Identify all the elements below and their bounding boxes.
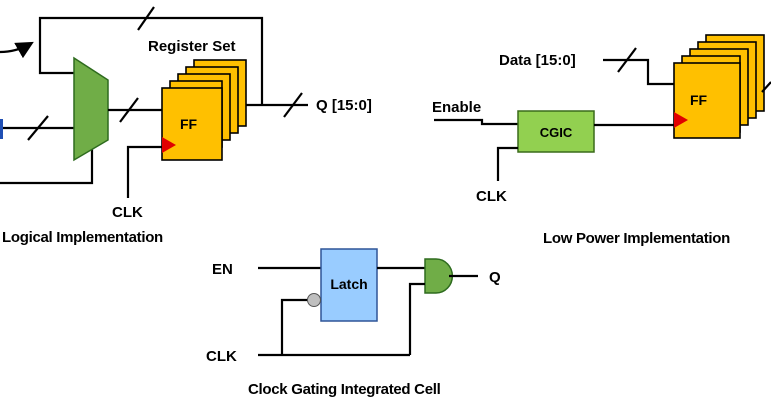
low-power-caption: Low Power Implementation	[543, 230, 730, 247]
clk-wire	[126, 145, 162, 198]
q-label: Q	[489, 269, 501, 286]
latch-clk-wire	[280, 298, 314, 355]
mux-out-slash	[119, 97, 139, 123]
feedback-wire	[38, 16, 264, 105]
clock-gating-cell: EN Latch Q CLK Clock Gating Integrated C…	[206, 248, 501, 398]
register-set: FF	[161, 59, 247, 161]
enable-input-wire	[0, 142, 94, 185]
lp-output-slash	[761, 81, 771, 93]
en-label: EN	[212, 261, 233, 278]
latch-label: Latch	[330, 276, 367, 292]
cgic-label: CGIC	[540, 125, 573, 140]
lp-ff-front	[673, 62, 741, 139]
ff-label: FF	[180, 116, 198, 132]
register-set-label: Register Set	[148, 38, 236, 55]
lp-clock-marker	[674, 112, 688, 128]
data-bus-slash	[617, 47, 637, 73]
low-power-implementation: Data [15:0] FF Enable CGIC CLK Low Power…	[432, 34, 771, 247]
mux-shape	[73, 56, 109, 162]
clock-marker	[162, 137, 176, 153]
low-power-register-set: FF	[673, 34, 765, 139]
select-arrow	[0, 41, 34, 59]
clk-label: CLK	[112, 204, 143, 221]
data-input-slash	[27, 115, 49, 141]
clock-gating-caption: Clock Gating Integrated Cell	[248, 381, 441, 398]
and-gate	[424, 258, 454, 294]
lp-ff-label: FF	[690, 92, 708, 108]
cgic-block	[517, 110, 595, 153]
q-output-slash	[283, 92, 303, 118]
logical-caption: Logical Implementation	[2, 229, 163, 246]
lp-clk-label: CLK	[476, 188, 507, 205]
logical-implementation: FF Register Set Q [15:0] CLK Logical Imp…	[0, 6, 372, 246]
inverter-bubble	[307, 293, 321, 307]
feedback-bus-slash	[137, 6, 155, 31]
enable-wire	[434, 118, 518, 126]
cropped-input-mark	[0, 119, 3, 139]
data-bus-wire	[603, 58, 674, 86]
and-clk-wire	[408, 282, 425, 355]
enable-label: Enable	[432, 99, 481, 116]
ff-front	[161, 87, 223, 161]
data-bus-label: Data [15:0]	[499, 52, 576, 69]
cgic-clk-label: CLK	[206, 348, 237, 365]
q-bus-label: Q [15:0]	[316, 97, 372, 114]
latch-block	[320, 248, 378, 322]
lp-clk-wire	[496, 146, 518, 181]
